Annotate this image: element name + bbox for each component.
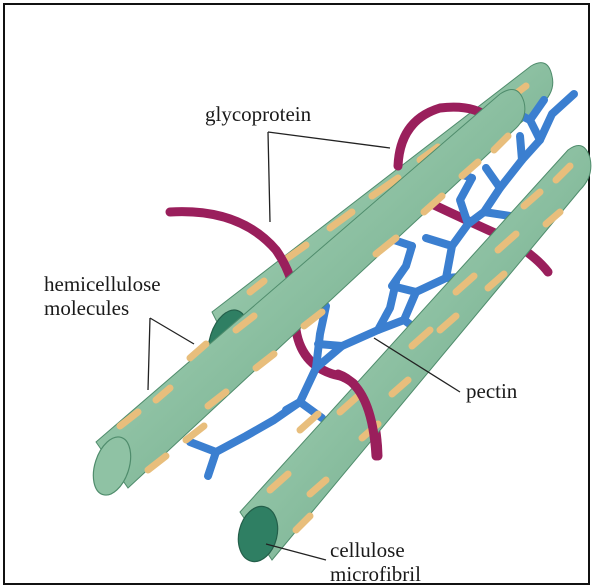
label-pectin: pectin: [466, 379, 517, 403]
label-glycoprotein: glycoprotein: [205, 102, 311, 126]
label-hemicellulose-line2: molecules: [44, 296, 161, 320]
label-cellulose-line1: cellulose: [330, 538, 421, 562]
label-cellulose-line2: microfibril: [330, 562, 421, 586]
label-hemicellulose-molecules: hemicellulose molecules: [44, 272, 161, 320]
label-cellulose-microfibril: cellulose microfibril: [330, 538, 421, 586]
label-hemicellulose-line1: hemicellulose: [44, 272, 161, 296]
